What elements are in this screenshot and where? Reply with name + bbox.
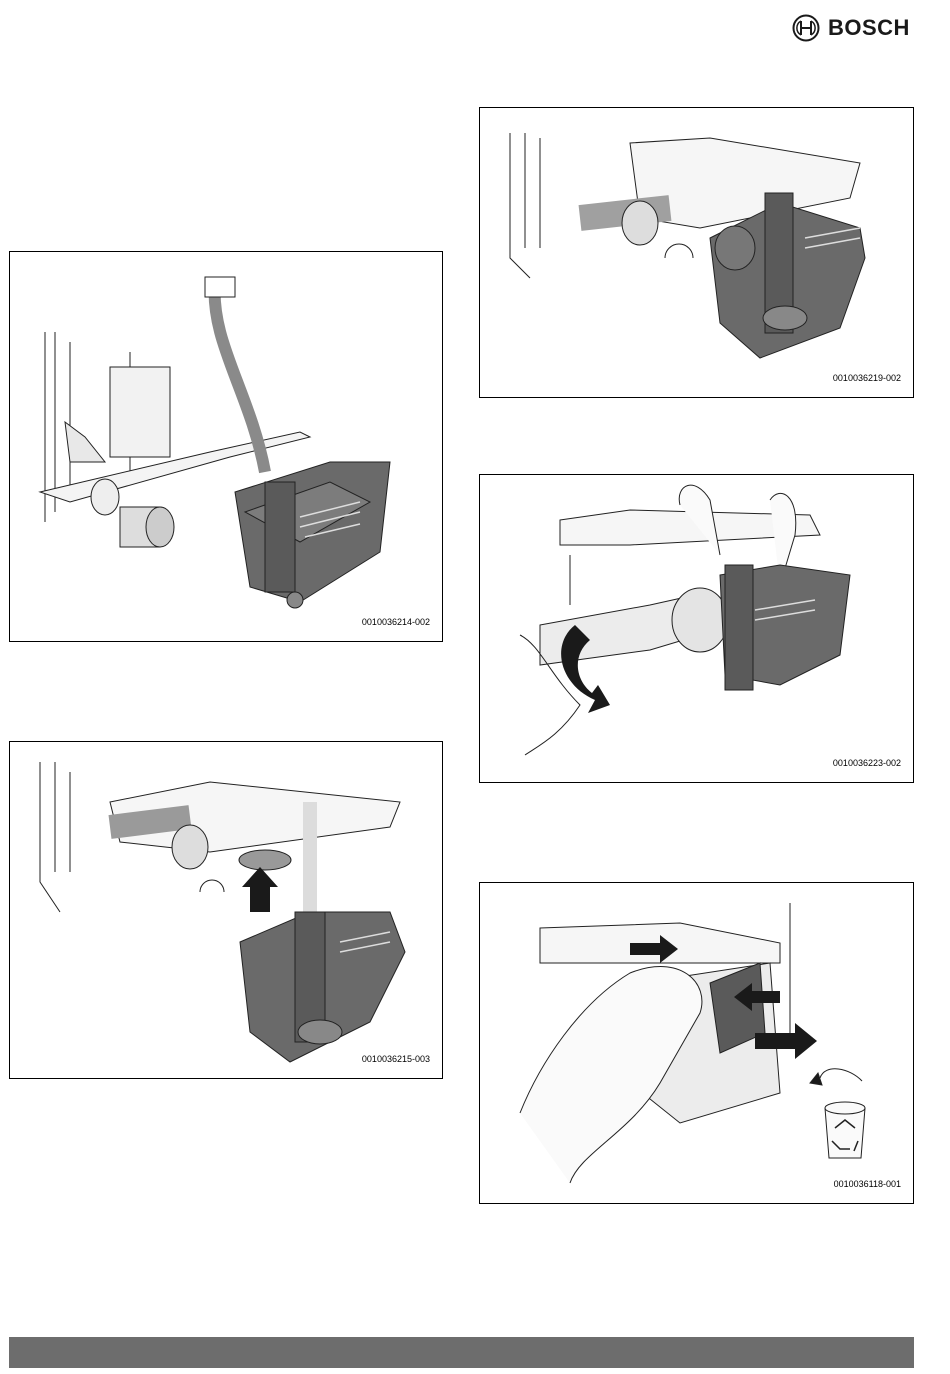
brand-name: BOSCH: [828, 15, 910, 41]
pump-seal-arrow-illustration: [10, 742, 443, 1079]
figure-pump-mounted: 0010036219-002: [479, 107, 914, 398]
cartridge-recycle-illustration: [480, 883, 914, 1204]
figure-id: 0010036223-002: [833, 758, 901, 768]
pump-on-hose-illustration: [10, 252, 443, 642]
figure-id: 0010036214-002: [362, 617, 430, 627]
bosch-logo: BOSCH: [792, 14, 910, 42]
figure-pump-removal-step-1: 0010036214-002: [9, 251, 443, 642]
figure-cartridge-disposal: 0010036118-001: [479, 882, 914, 1204]
figure-wrench-loosen: 0010036223-002: [479, 474, 914, 783]
figure-id: 0010036215-003: [362, 1054, 430, 1064]
bosch-armature-icon: [792, 14, 820, 42]
figure-id: 0010036219-002: [833, 373, 901, 383]
pump-mounted-illustration: [480, 108, 914, 398]
figure-pump-removal-step-2: 0010036215-003: [9, 741, 443, 1079]
wrench-and-hands-illustration: [480, 475, 914, 783]
footer-bar: [9, 1337, 914, 1368]
figure-id: 0010036118-001: [834, 1179, 901, 1189]
